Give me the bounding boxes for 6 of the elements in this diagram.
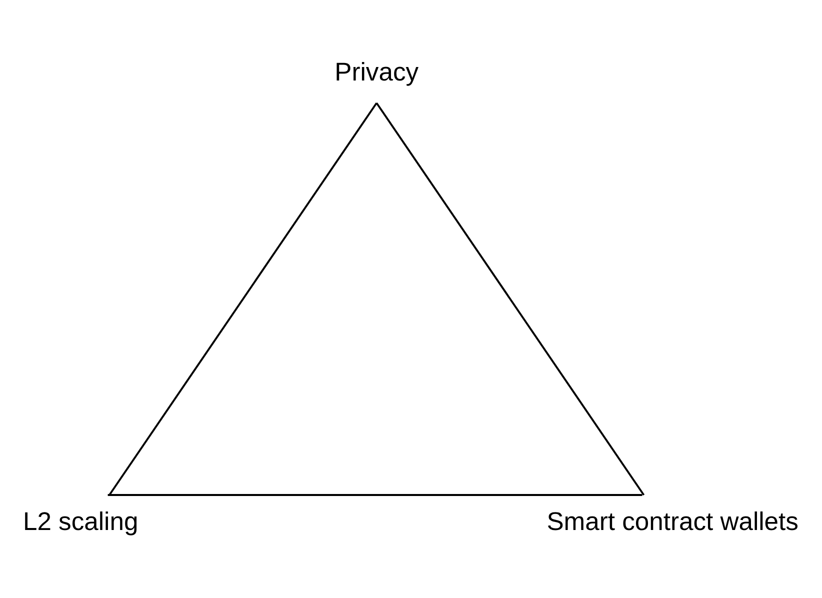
node-text: Privacy xyxy=(334,58,419,86)
connector xyxy=(376,102,645,496)
connector xyxy=(108,102,378,496)
node-text: L2 scaling xyxy=(22,508,138,536)
node-text: Smart contract wallets xyxy=(546,508,798,536)
connector xyxy=(108,494,642,496)
